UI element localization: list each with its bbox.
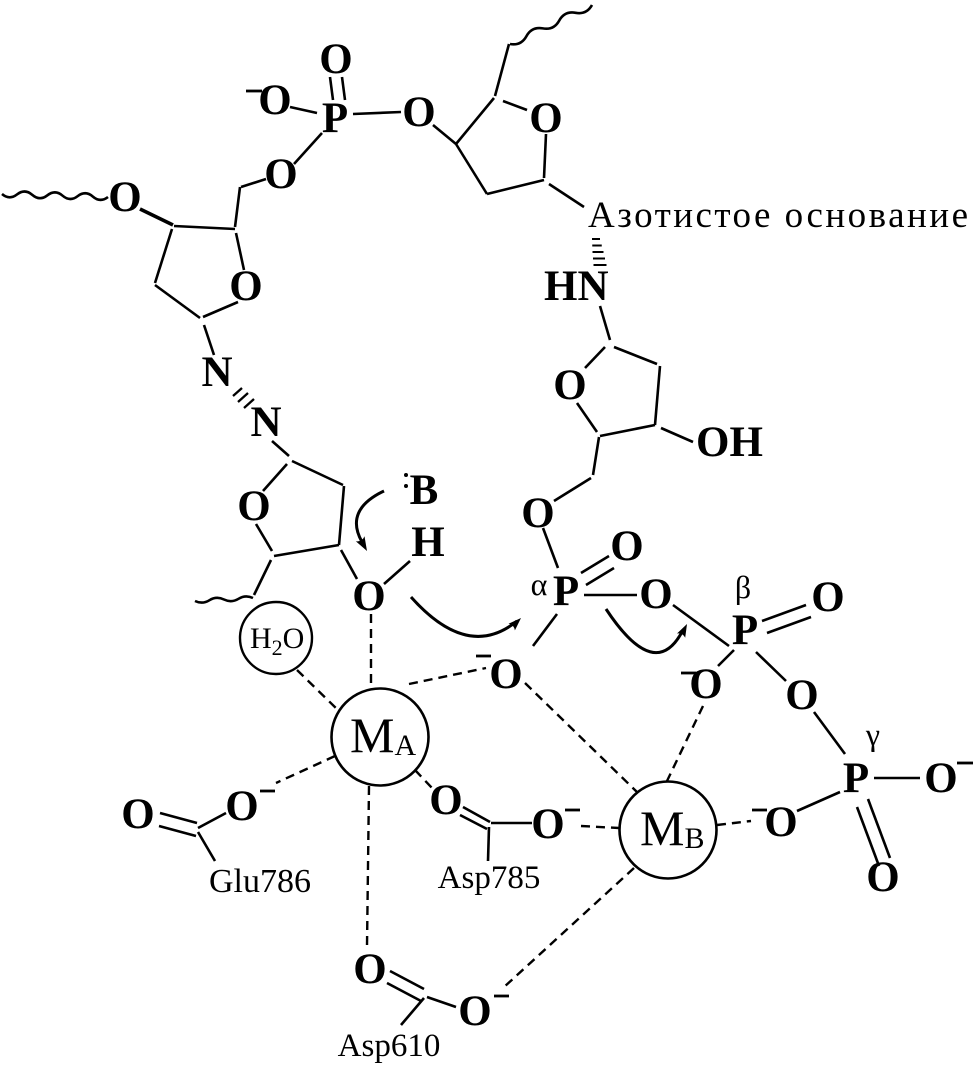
svg-text:O: O — [402, 89, 435, 136]
svg-text:H: H — [411, 519, 444, 566]
svg-text:O: O — [529, 95, 562, 142]
svg-text:O: O — [458, 988, 491, 1035]
svg-text:O: O — [689, 661, 722, 708]
svg-text:O: O — [531, 801, 564, 848]
svg-text:P: P — [322, 95, 348, 142]
svg-text:N: N — [201, 349, 232, 396]
svg-text:HN: HN — [544, 263, 609, 310]
svg-text:O: O — [225, 783, 258, 830]
svg-text:γ: γ — [865, 716, 880, 752]
svg-text:P: P — [732, 607, 758, 654]
svg-text:α: α — [531, 566, 548, 602]
svg-text:O: O — [121, 791, 154, 838]
svg-text:O: O — [764, 799, 797, 846]
svg-text:O: O — [237, 483, 270, 530]
svg-text:O: O — [866, 854, 899, 901]
svg-text:O: O — [352, 573, 385, 620]
svg-text:P: P — [553, 568, 579, 615]
svg-text:O: O — [553, 362, 586, 409]
svg-text:O: O — [258, 77, 291, 124]
svg-text:N: N — [250, 399, 281, 446]
svg-text:β: β — [735, 569, 751, 605]
svg-text:O: O — [811, 574, 844, 621]
svg-text:O: O — [353, 946, 386, 993]
svg-text:B: B — [410, 467, 439, 514]
svg-text:Asp785: Asp785 — [438, 860, 541, 896]
svg-text:O: O — [429, 777, 462, 824]
svg-text:O: O — [924, 755, 957, 802]
svg-text:Азотистое основание: Азотистое основание — [588, 195, 968, 236]
svg-text:O: O — [229, 263, 262, 310]
svg-text:O: O — [785, 672, 818, 719]
svg-text:O: O — [639, 571, 672, 618]
svg-text:O: O — [108, 174, 141, 221]
svg-text:O: O — [489, 651, 522, 698]
svg-text:O: O — [521, 490, 554, 537]
svg-text:O: O — [610, 523, 643, 570]
svg-text:O: O — [319, 36, 352, 83]
svg-text:Glu786: Glu786 — [209, 863, 311, 900]
svg-text:OH: OH — [696, 419, 763, 466]
svg-text:P: P — [843, 755, 869, 802]
svg-text:Asp610: Asp610 — [338, 1028, 441, 1064]
svg-text:O: O — [264, 151, 297, 198]
